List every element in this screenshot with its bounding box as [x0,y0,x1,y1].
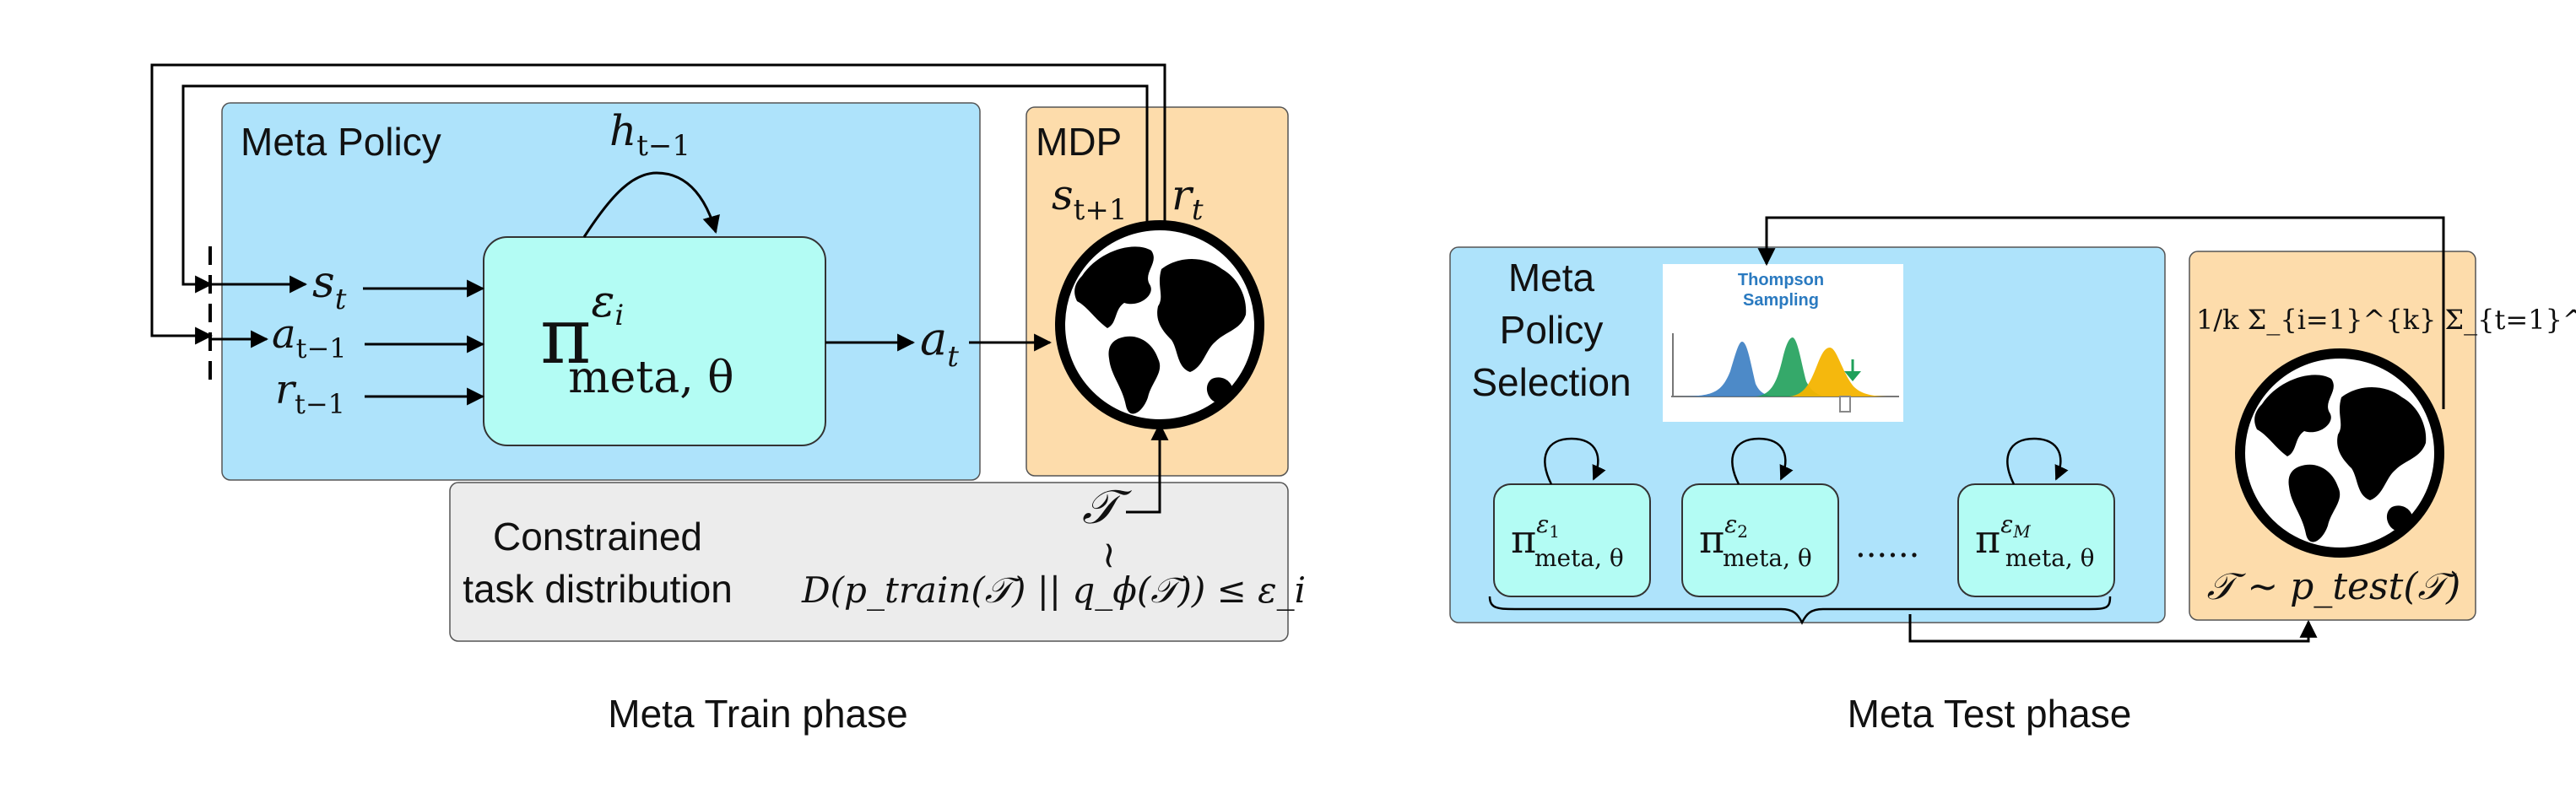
density-green [1756,337,1832,396]
thompson-title-line2: Sampling [1743,291,1819,310]
action-out-label: at [920,312,959,374]
meta-test-panel: Meta Policy Selection Thompson Sampling … [1449,216,2576,736]
policy-2-loop [1731,437,1794,485]
next-state-feedback [181,84,1149,294]
meta-train-caption: Meta Train phase [608,692,907,736]
test-reward-formula: 1/k Σ_{i=1}^{k} Σ_{t=1}^{T} r_t^(i) [2196,304,2576,336]
reward-to-sampling [1757,216,2445,409]
constraint-formula: D(p_train(𝒯) || q_ϕ(𝒯)) ≤ ε_i [801,569,1306,611]
mdp-label: MDP [1036,120,1122,164]
selection-label-line2: Policy [1500,308,1604,352]
reward-label: rt [1172,170,1204,227]
test-task-distribution: 𝒯 ∼ p_test(𝒯) [2207,565,2461,608]
policy-ellipsis: ...... [1855,526,1919,565]
next-state-label: st+1 [1052,170,1127,227]
constraint-box [449,482,1289,642]
reward-feedback [150,63,1166,345]
hidden-state-label: ht−1 [609,106,690,163]
thompson-title-line1: Thompson [1738,271,1824,289]
globe-icon [1055,220,1264,429]
density-blue [1680,342,1781,396]
prev-reward-label: rt−1 [275,366,345,420]
meta-test-caption: Meta Test phase [1848,692,2132,736]
policy-M-loop [2006,437,2069,485]
selection-label-line3: Selection [1471,360,1631,404]
constraint-label-line1: Constrained [493,515,702,558]
task-tilde: ~ [1088,540,1131,571]
thompson-sampling-figure: Thompson Sampling [1663,264,1903,422]
meta-train-panel: Meta Policy MDP Constrained task distrib… [150,63,1306,736]
hidden-state-loop [582,171,720,238]
policies-brace [1488,596,2112,625]
test-globe-icon [2235,348,2444,558]
prev-action-label: at−1 [272,310,347,364]
meta-policy-label: Meta Policy [241,120,441,164]
constraint-label-line2: task distribution [463,567,733,611]
policy-1-loop [1544,437,1606,485]
policy-node[interactable] [483,236,826,446]
state-input-label: st [312,257,347,316]
selection-to-environment [1908,614,2318,643]
density-yellow [1789,348,1891,396]
selection-label-line1: Meta [1508,256,1595,299]
task-input [1126,422,1169,514]
